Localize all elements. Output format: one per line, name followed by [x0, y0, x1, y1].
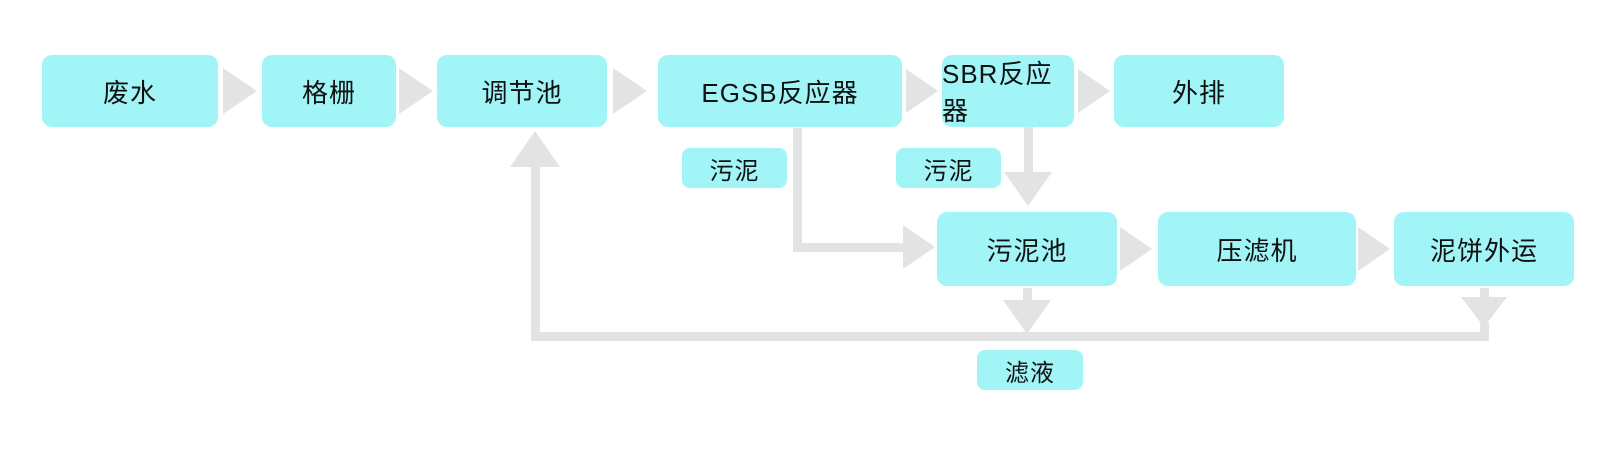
node-wastewater: 废水	[42, 55, 218, 127]
arrow-egsb-sludge-into-tank-icon	[903, 225, 935, 269]
connector-filtrate-return-vertical	[531, 165, 540, 341]
connector-egsb-sludge-vertical	[793, 128, 802, 252]
connector-sbr-sludge-vertical	[1024, 127, 1033, 173]
connector-sludgetank-filtrate-stub	[1023, 288, 1032, 302]
arrow-tank-to-egsb-icon	[613, 68, 647, 114]
node-sbr-reactor: SBR反应器	[942, 55, 1074, 127]
label-sludge-sbr: 污泥	[896, 148, 1001, 188]
node-sludge-tank: 污泥池	[937, 212, 1117, 286]
arrow-press-to-cake-icon	[1358, 227, 1390, 271]
arrow-cake-filtrate-icon	[1461, 297, 1507, 327]
arrow-sbr-sludge-into-tank-icon	[1004, 172, 1052, 206]
arrow-screen-to-tank-icon	[399, 68, 433, 114]
arrow-wastewater-to-screen-icon	[223, 68, 257, 114]
node-filter-press: 压滤机	[1158, 212, 1356, 286]
connector-egsb-sludge-horizontal	[793, 243, 905, 252]
arrow-filtrate-into-regulating-tank-icon	[510, 131, 560, 167]
arrow-sludgetank-filtrate-icon	[1003, 300, 1051, 334]
connector-filtrate-return-horizontal	[531, 332, 1489, 341]
node-egsb-reactor: EGSB反应器	[658, 55, 902, 127]
arrow-egsb-to-sbr-icon	[906, 69, 938, 113]
node-discharge: 外排	[1114, 55, 1284, 127]
arrow-sbr-to-discharge-icon	[1078, 69, 1110, 113]
connector-cake-filtrate-stub-top	[1480, 288, 1489, 299]
node-bar-screen: 格栅	[262, 55, 396, 127]
arrow-sludgetank-to-press-icon	[1120, 227, 1152, 271]
node-sludge-cake-transport: 泥饼外运	[1394, 212, 1574, 286]
label-sludge-egsb: 污泥	[682, 148, 787, 188]
label-filtrate: 滤液	[977, 350, 1083, 390]
node-regulating-tank: 调节池	[437, 55, 607, 127]
